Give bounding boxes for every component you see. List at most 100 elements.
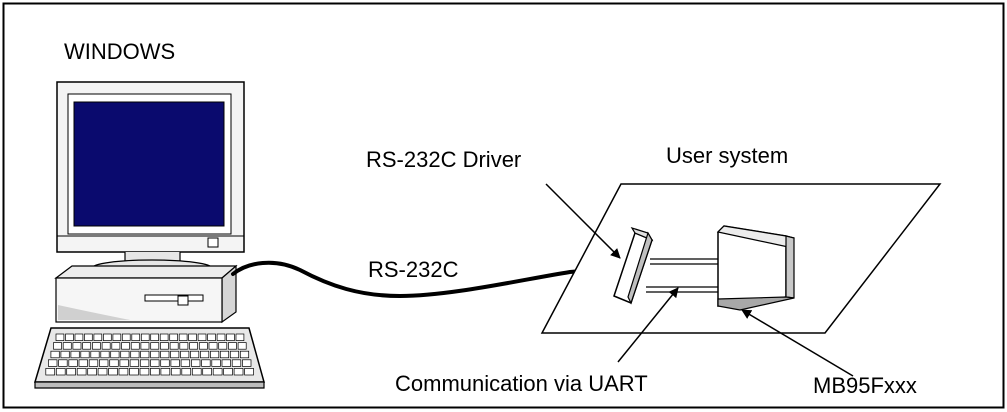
keyboard-key: [119, 359, 129, 367]
keyboard-key: [150, 368, 160, 376]
keyboard-key: [181, 368, 192, 376]
keyboard-key: [221, 359, 231, 367]
keyboard-key: [100, 350, 110, 359]
keyboard-key: [160, 350, 170, 359]
keyboard-key: [121, 333, 131, 341]
keyboard-key: [197, 333, 207, 341]
rs232c-driver-chip: [613, 226, 654, 305]
keyboard-key: [50, 350, 60, 359]
keyboard-key: [55, 368, 66, 376]
keyboard-key: [170, 350, 180, 359]
mcu-chip: [716, 225, 795, 311]
keyboard-key: [160, 359, 170, 367]
keyboard-key: [191, 368, 202, 376]
mcu-label: MB95Fxxx: [813, 373, 917, 398]
keyboard-key: [219, 350, 230, 359]
keyboard-key: [92, 342, 101, 350]
pc-icon: [33, 81, 265, 389]
keyboard-key: [201, 359, 211, 367]
keyboard-key: [82, 342, 92, 350]
desktop-case-icon: [54, 264, 238, 324]
keyboard-key: [131, 333, 141, 341]
mcu-leader-arrow: [741, 309, 854, 377]
keyboard-key: [65, 333, 74, 341]
keyboard-key: [226, 333, 235, 341]
keyboard-key: [139, 368, 150, 376]
communication-label: Communication via UART: [395, 371, 648, 396]
keyboard-key: [130, 350, 140, 359]
keyboard-key: [118, 368, 129, 376]
keyboard-key: [58, 359, 68, 367]
keyboard-key: [233, 368, 244, 376]
keyboard-key: [202, 368, 212, 376]
keyboard-key: [229, 350, 240, 359]
rs232c-driver-label: RS-232C Driver: [366, 147, 521, 172]
keyboard-key: [121, 342, 130, 350]
keyboard-key: [74, 333, 84, 341]
keyboard-key: [189, 342, 198, 350]
keyboard-key: [190, 350, 200, 359]
keyboard-key: [53, 342, 62, 350]
keyboard-key: [150, 333, 159, 341]
keyboard-key: [150, 359, 160, 367]
windows-label: WINDOWS: [64, 39, 175, 64]
keyboard-key: [80, 350, 90, 359]
keyboard-key: [178, 333, 188, 341]
keyboard-key: [110, 350, 120, 359]
driver-leader-arrow: [545, 183, 621, 259]
keyboard-key: [93, 333, 103, 341]
keyboard-key: [218, 342, 228, 350]
keyboard-key: [208, 342, 218, 350]
keyboard-key: [180, 359, 191, 367]
keyboard-key: [180, 350, 190, 359]
keyboard-key: [242, 359, 252, 367]
keyboard-key: [211, 359, 221, 367]
keyboard-key: [159, 333, 169, 341]
keyboard-key: [170, 368, 181, 376]
keyboard-key: [45, 368, 56, 376]
keyboard-key: [179, 342, 189, 350]
keyboard-key: [48, 359, 58, 367]
keyboard-key: [239, 350, 250, 359]
keyboard-key: [72, 342, 82, 350]
keyboard-key: [169, 342, 179, 350]
uart-leader-arrow: [617, 287, 679, 363]
keyboard-key: [90, 350, 100, 359]
keyboard-key: [76, 368, 87, 376]
monitor-screen: [73, 101, 225, 227]
keyboard-key: [99, 359, 109, 367]
keyboard-key: [210, 350, 220, 359]
keyboard-key: [188, 333, 197, 341]
keyboard-key: [88, 359, 99, 367]
keyboard-key: [160, 342, 169, 350]
keyboard-key: [140, 333, 150, 341]
keyboard-key: [228, 342, 237, 350]
uart-traces: [646, 258, 718, 293]
keyboard-key: [111, 342, 121, 350]
keyboard-key: [198, 342, 208, 350]
keyboard-key: [66, 368, 76, 376]
keyboard-key: [212, 368, 223, 376]
keyboard-key: [130, 342, 140, 350]
keyboard-key: [101, 342, 111, 350]
keyboard-key: [108, 368, 118, 376]
keyboard-key: [169, 333, 178, 341]
keyboard-key: [150, 342, 160, 350]
keyboard-key: [140, 342, 150, 350]
keyboard-key: [103, 333, 112, 341]
keyboard-key: [207, 333, 216, 341]
keyboard-key: [84, 333, 93, 341]
keyboard-key: [200, 350, 210, 359]
keyboard-key: [216, 333, 226, 341]
keyboard-key: [55, 333, 65, 341]
keyboard-key: [120, 350, 130, 359]
keyboard-key: [129, 368, 139, 376]
keyboard-key: [244, 368, 254, 376]
keyboard-key: [60, 350, 70, 359]
keyboard-key: [62, 342, 72, 350]
keyboard-key: [109, 359, 119, 367]
keyboard-key: [170, 359, 180, 367]
keyboard-key: [237, 342, 247, 350]
keyboard-key: [191, 359, 201, 367]
keyboard-key: [140, 350, 150, 359]
